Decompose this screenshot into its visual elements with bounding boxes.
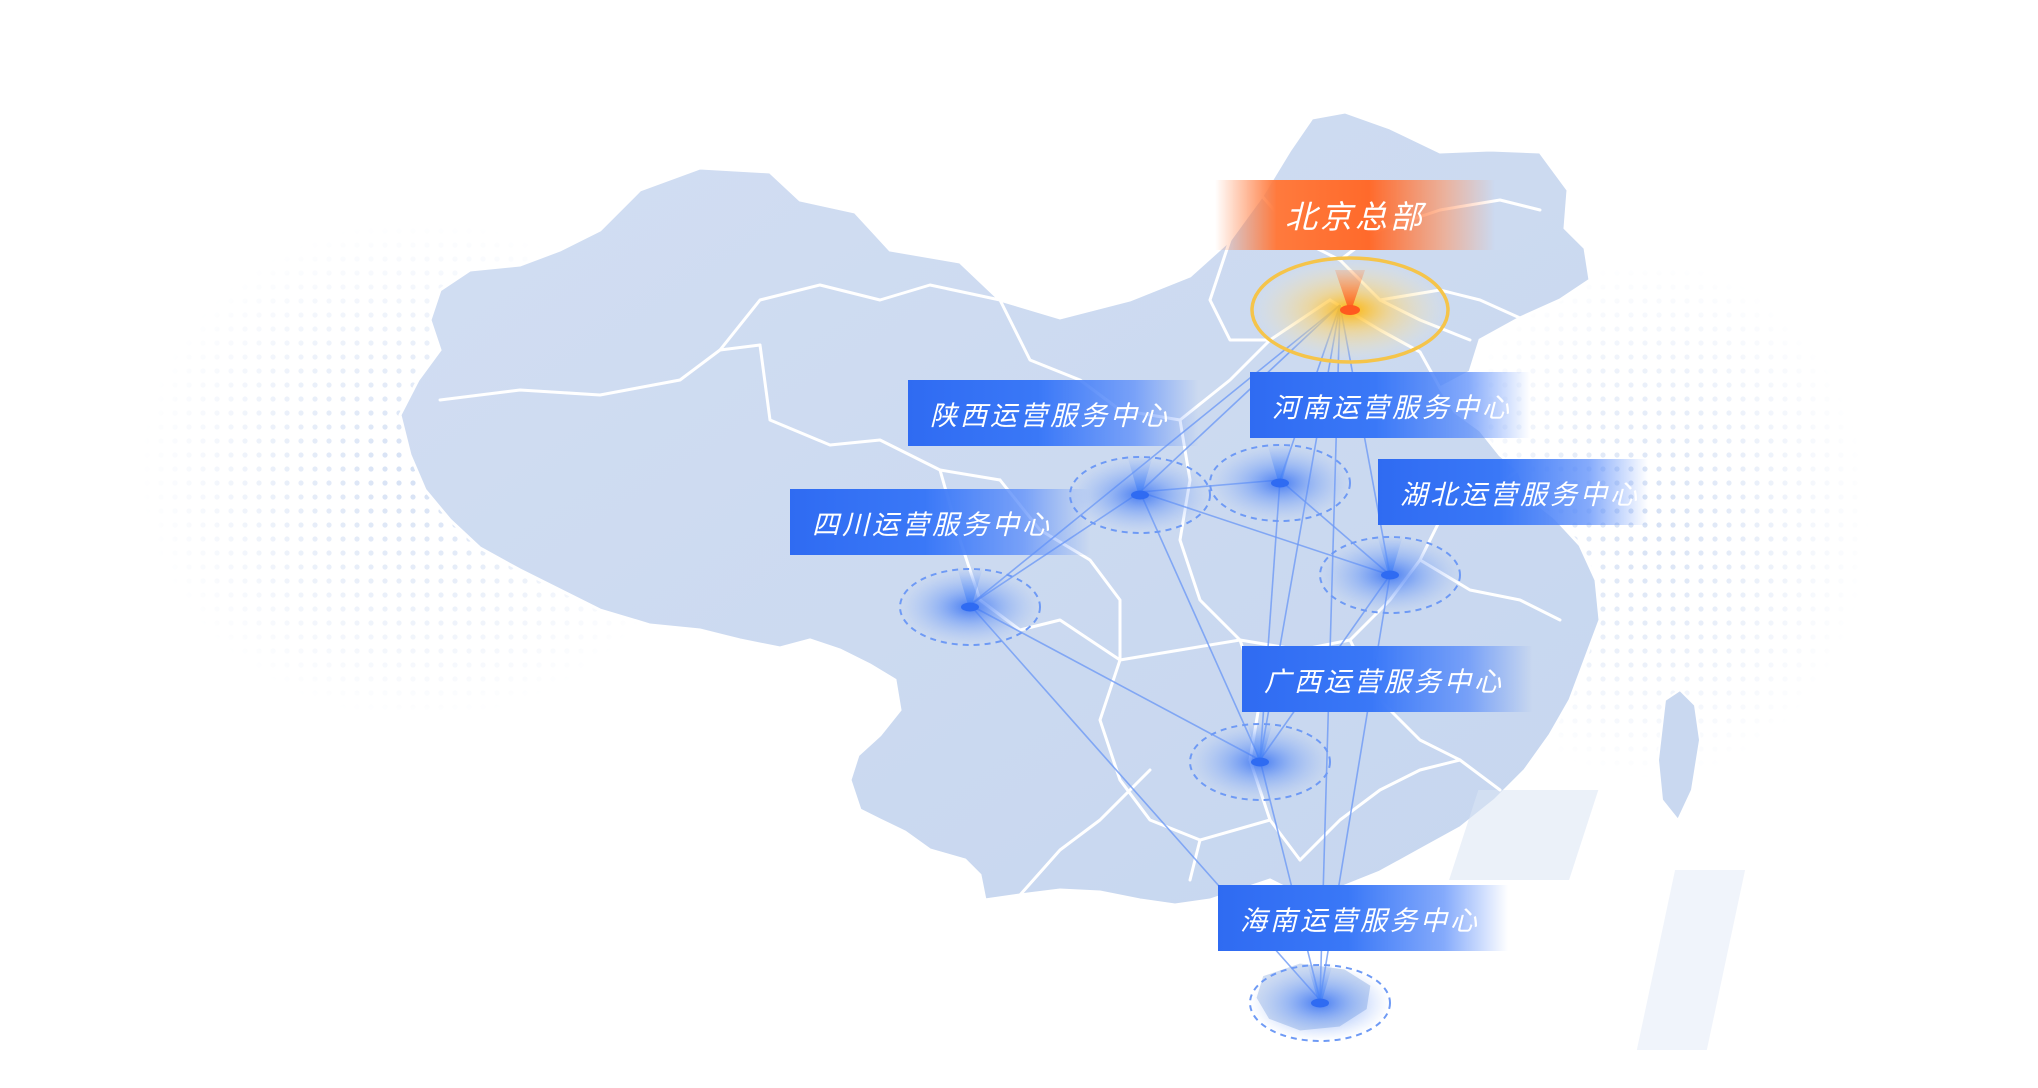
center-label-sichuan[interactable]: 四川运营服务中心 [790,489,1090,555]
center-label-guangxi[interactable]: 广西运营服务中心 [1242,646,1532,712]
guangxi-marker[interactable] [1189,722,1331,801]
south-sea-inset [1449,790,1746,1050]
hainan-marker[interactable] [1249,963,1391,1042]
hq-label[interactable]: 北京总部 [1215,180,1495,250]
taiwan-island [1656,688,1702,822]
henan-marker[interactable] [1209,443,1351,522]
center-label-shaanxi[interactable]: 陕西运营服务中心 [908,380,1198,446]
shaanxi-marker[interactable] [1069,455,1211,534]
center-label-henan[interactable]: 河南运营服务中心 [1250,372,1530,438]
center-label-hubei[interactable]: 湖北运营服务中心 [1378,459,1648,525]
center-label-hainan[interactable]: 海南运营服务中心 [1218,885,1508,951]
hq-marker[interactable] [1250,256,1450,364]
sichuan-marker[interactable] [899,567,1041,646]
hubei-marker[interactable] [1319,535,1461,614]
